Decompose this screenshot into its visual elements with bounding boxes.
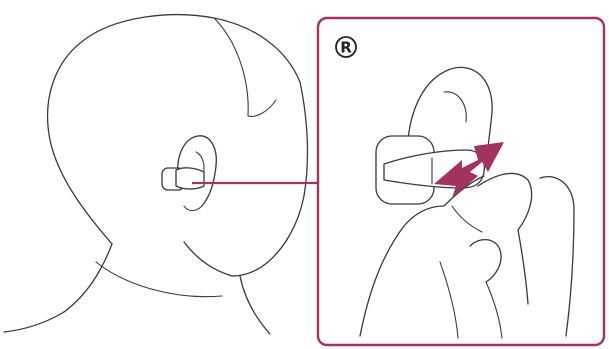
earbud-small [162, 168, 204, 190]
zoom-callout: R [318, 18, 604, 345]
head-profile-illustration [4, 15, 307, 334]
circled-letter-r-icon: R [336, 37, 356, 57]
side-marker-label: R [340, 39, 352, 57]
